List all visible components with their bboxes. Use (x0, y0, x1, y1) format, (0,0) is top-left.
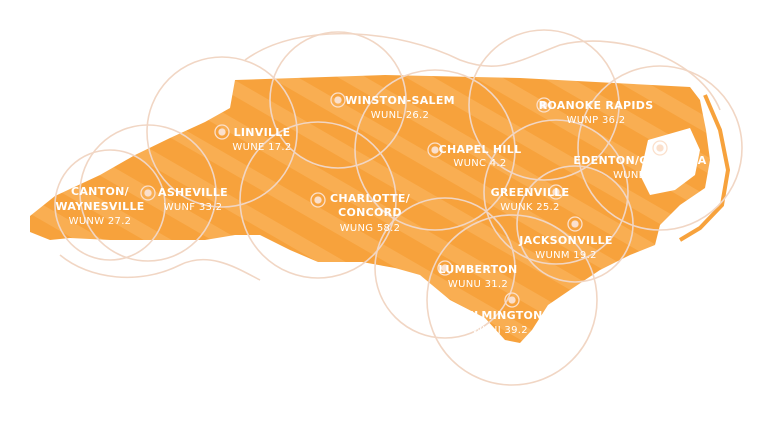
label-canton-city: CANTON/ (71, 185, 130, 198)
ring-outer-north (244, 32, 721, 111)
marker-asheville (140, 185, 156, 201)
marker-jacksonville (567, 216, 583, 232)
label-jacksonville-call: WUNM 19.2 (535, 250, 596, 261)
label-charlotte-city: CHARLOTTE/ (330, 192, 411, 205)
label-canton-city2: WAYNESVILLE (55, 200, 144, 213)
label-asheville-call: WUNF 33.2 (164, 202, 223, 213)
label-linville-call: WUNE 17.2 (232, 142, 291, 153)
marker-greenville (548, 184, 564, 200)
label-edenton-city: EDENTON/COLUMBIA (573, 154, 706, 167)
ring-outer-south (59, 254, 261, 281)
ring-roanoke (468, 29, 620, 181)
marker-wilmington (504, 292, 520, 308)
label-winston-call: WUNL 26.2 (371, 110, 429, 121)
label-greenville-call: WUNK 25.2 (500, 202, 559, 213)
label-wilmington-city: WILMINGTON (457, 309, 542, 322)
label-lumberton-call: WUNU 31.2 (448, 279, 508, 290)
pamlico-sound (640, 128, 700, 195)
label-wilmington-call: WUNJ 39.2 (472, 325, 528, 336)
marker-linville (214, 124, 230, 140)
label-chapelhill-call: WUNC 4.2 (453, 158, 506, 169)
label-charlotte-city2: CONCORD (338, 206, 402, 219)
outer-banks (678, 94, 731, 242)
ring-greenville (483, 119, 629, 265)
marker-roanoke (536, 97, 552, 113)
label-roanoke-call: WUNP 36.2 (567, 115, 626, 126)
marker-chapelhill (427, 142, 443, 158)
marker-charlotte (310, 192, 326, 208)
station-markers (140, 92, 668, 308)
ring-jacksonville (516, 165, 634, 283)
label-jacksonville-city: JACKSONVILLE (518, 234, 612, 247)
label-greenville-city: GREENVILLE (491, 186, 570, 199)
ring-lumberton (374, 197, 516, 339)
label-roanoke-city: ROANOKE RAPIDS (539, 99, 654, 112)
marker-lumberton (437, 260, 453, 276)
label-asheville-city: ASHEVILLE (158, 186, 228, 199)
marker-edenton (652, 140, 668, 156)
ring-linville (146, 56, 298, 208)
ring-canton (54, 149, 166, 261)
label-canton-call: WUNW 27.2 (69, 216, 132, 227)
label-edenton-call: WUND 2.2 (613, 170, 667, 181)
label-charlotte-call: WUNG 58.2 (340, 223, 401, 234)
label-lumberton-city: LUMBERTON (438, 263, 517, 276)
ring-charlotte (239, 121, 397, 279)
label-linville-city: LINVILLE (234, 126, 291, 139)
label-chapelhill-city: CHAPEL HILL (439, 143, 522, 156)
ring-chapelhill (354, 69, 516, 231)
station-labels: CANTON/ WAYNESVILLE WUNW 27.2 ASHEVILLE … (55, 94, 706, 336)
ring-wilmington (426, 214, 598, 386)
north-carolina-state-shape (30, 75, 731, 343)
label-winston-city: WINSTON-SALEM (345, 94, 455, 107)
ring-edenton (577, 65, 743, 231)
marker-winston (330, 92, 346, 108)
coverage-rings (54, 29, 743, 386)
ring-winston (269, 31, 407, 169)
